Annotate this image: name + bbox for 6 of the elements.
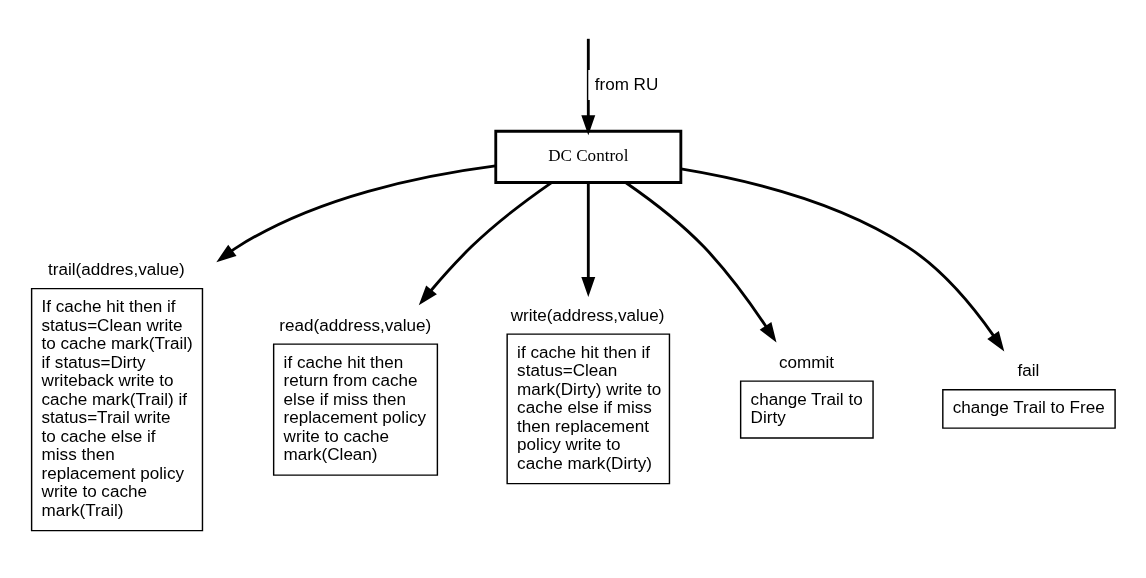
node-label: write(address,value): [510, 305, 665, 325]
node-label: trail(addres,value): [47, 259, 185, 279]
node-label: read(address,value): [279, 315, 432, 335]
edge-label: from RU: [594, 74, 659, 94]
node-label: commit: [779, 352, 835, 372]
node-label: fail: [1017, 360, 1040, 380]
